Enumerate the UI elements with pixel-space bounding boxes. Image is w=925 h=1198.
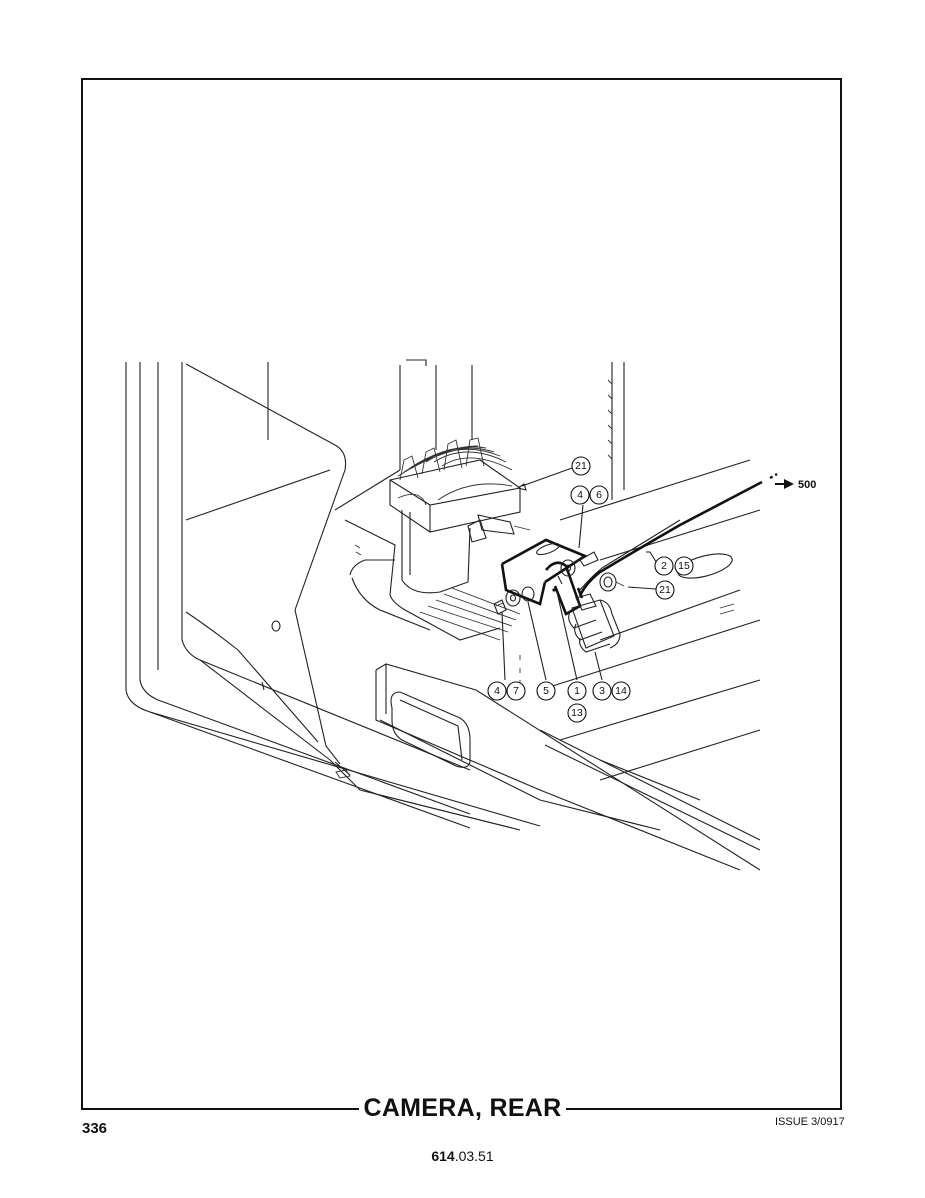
page-title-text: CAMERA, REAR xyxy=(359,1094,566,1122)
deck xyxy=(334,459,761,781)
rear-camera xyxy=(568,587,621,653)
callout-4-bottom: 4 xyxy=(487,681,507,701)
document-number: 614.03.51 xyxy=(0,1148,925,1164)
svg-text:5: 5 xyxy=(543,685,549,697)
callout-13: 13 xyxy=(567,703,587,723)
camera-assembly xyxy=(389,437,531,594)
callout-7: 7 xyxy=(506,681,526,701)
callout-3: 3 xyxy=(592,681,612,701)
svg-text:4: 4 xyxy=(494,685,500,697)
svg-text:21: 21 xyxy=(659,584,671,596)
callout-21-right: 21 xyxy=(655,580,675,600)
svg-text:21: 21 xyxy=(575,460,587,472)
leader-lines xyxy=(501,467,659,681)
svg-text:4: 4 xyxy=(577,489,583,501)
svg-text:13: 13 xyxy=(571,707,583,719)
document-number-major: 614 xyxy=(431,1148,455,1164)
callout-2: 2 xyxy=(654,556,674,576)
svg-text:2: 2 xyxy=(661,560,667,572)
callout-21-top: 21 xyxy=(571,456,591,476)
reference-arrow-label: 500 xyxy=(798,479,816,491)
body-structure xyxy=(125,362,541,831)
camera-harness: 500 xyxy=(578,472,816,597)
callout-4-top: 4 xyxy=(570,485,590,505)
callout-6: 6 xyxy=(589,485,609,505)
issue-label: ISSUE 3/0917 xyxy=(775,1116,845,1128)
svg-text:14: 14 xyxy=(615,685,627,697)
document-number-minor: .03.51 xyxy=(454,1148,494,1164)
callout-15: 15 xyxy=(674,556,694,576)
svg-text:6: 6 xyxy=(596,489,602,501)
svg-text:1: 1 xyxy=(574,685,580,697)
callout-1: 1 xyxy=(567,681,587,701)
callout-14: 14 xyxy=(611,681,631,701)
svg-text:15: 15 xyxy=(678,560,690,572)
rear-bumper xyxy=(375,663,761,871)
svg-text:3: 3 xyxy=(599,685,605,697)
page-title: CAMERA, REAR xyxy=(0,1094,925,1123)
callout-5: 5 xyxy=(536,681,556,701)
svg-text:7: 7 xyxy=(513,685,519,697)
page-number: 336 xyxy=(82,1120,108,1137)
rear-wall xyxy=(267,359,625,500)
bracket-assembly xyxy=(493,538,625,653)
